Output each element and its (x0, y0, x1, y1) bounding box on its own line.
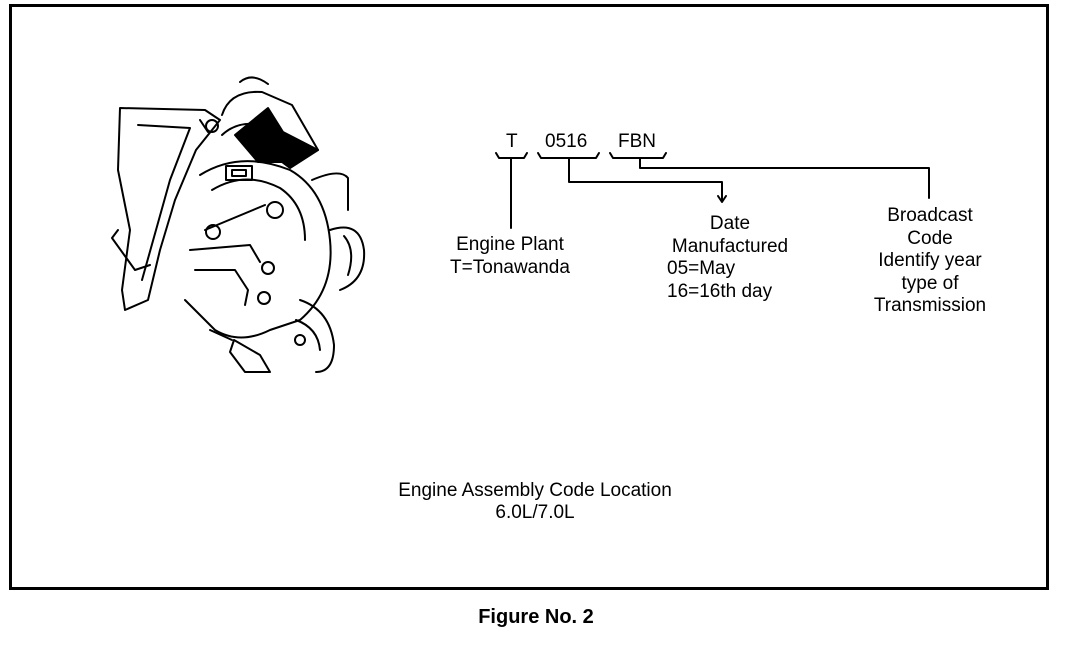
engine-illustration (111, 76, 366, 373)
engine-plant-label: Engine Plant T=Tonawanda (450, 234, 570, 278)
code-broadcast-chars: FBN (618, 131, 656, 152)
broadcast-leader-line (639, 157, 930, 199)
date-leader-tip (717, 195, 727, 203)
date-label: Date Manufactured 05=May 16=16th day (667, 213, 789, 302)
broadcast-label: Broadcast Code Identify year type of Tra… (873, 205, 987, 316)
figure-title: Figure No. 2 (478, 606, 594, 628)
date-leader-line (568, 157, 723, 201)
diagram-frame (9, 4, 1049, 590)
broadcast-bracket (609, 152, 667, 159)
diagram-caption: Engine Assembly Code Location 6.0L/7.0L (398, 480, 672, 523)
arrow-icon (234, 107, 319, 169)
code-date-digits: 0516 (545, 131, 588, 152)
code-plant-char: T (506, 131, 518, 152)
